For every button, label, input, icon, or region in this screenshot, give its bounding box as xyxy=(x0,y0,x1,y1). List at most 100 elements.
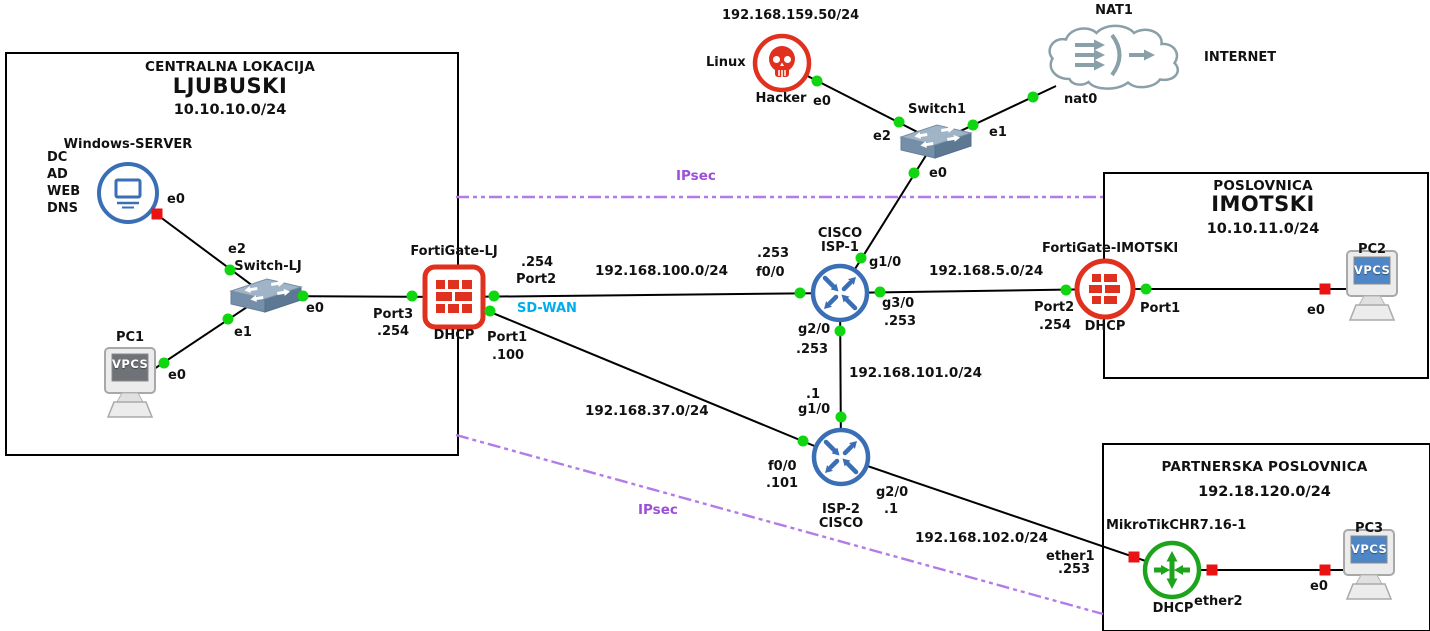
ip-label-isp2-f00: .101 xyxy=(766,476,799,491)
status-up-dot xyxy=(811,75,823,87)
ethernet-switch-icon-switch-lj[interactable] xyxy=(230,278,302,313)
ip-label-hacker: 192.168.159.50/24 xyxy=(722,8,860,23)
node-label-pc2: PC2 xyxy=(1357,242,1387,257)
os-label-hacker: Linux xyxy=(706,55,746,70)
nat-cloud-icon-nat1[interactable] xyxy=(1047,24,1180,91)
sdwan-label: SD-WAN xyxy=(517,301,577,316)
status-down-square xyxy=(1206,564,1218,576)
router-icon-isp2[interactable] xyxy=(814,430,868,484)
status-up-dot xyxy=(855,252,867,264)
vpcs-pc-icon-pc2[interactable] xyxy=(1346,250,1398,321)
router-icon-isp1[interactable] xyxy=(813,266,867,320)
network-label-101: 192.168.101.0/24 xyxy=(849,365,983,381)
site-title-imotski: POSLOVNICA xyxy=(1213,178,1313,194)
network-label-5: 192.168.5.0/24 xyxy=(929,263,1044,279)
status-up-dot xyxy=(967,119,979,131)
server-icon-windows-server[interactable] xyxy=(97,162,159,224)
node-label-fortigate-lj: FortiGate-LJ xyxy=(410,244,498,259)
status-up-dot xyxy=(893,116,905,128)
status-up-dot xyxy=(484,305,496,317)
ip-label-fortigatelj-port1: .100 xyxy=(492,348,525,363)
pc3-screen-text: VPCS xyxy=(1351,542,1388,556)
ip-label-isp1-g20: .253 xyxy=(796,342,829,357)
port-label-mikrotik-ether1: ether1 xyxy=(1046,549,1095,564)
port-label-isp1-f00: f0/0 xyxy=(756,265,785,280)
fortigatelj-dhcp-label: DHCP xyxy=(433,328,475,343)
server-roles: DC AD WEB DNS xyxy=(47,149,80,217)
link-fortigatelj-isp2[interactable] xyxy=(453,296,842,458)
site-subnet-partner: 192.18.120.0/24 xyxy=(1198,484,1331,500)
link-isp2-mikrotik[interactable] xyxy=(840,456,1173,571)
firewall-icon-fortigate-imotski[interactable] xyxy=(1077,261,1133,317)
skull-icon-hacker[interactable] xyxy=(755,36,809,90)
server-role-dns: DNS xyxy=(47,201,79,216)
link-isp1-switch1[interactable] xyxy=(839,140,936,294)
port-label-fortigatelj-port3: Port3 xyxy=(373,307,414,322)
node-label-fortigate-imotski: FortiGate-IMOTSKI xyxy=(1042,241,1179,256)
ip-label-fortigatelj-port3: .254 xyxy=(377,324,410,339)
port-label-switch1-e1: e1 xyxy=(989,125,1007,140)
node-label-pc3: PC3 xyxy=(1354,521,1384,536)
internet-label: INTERNET xyxy=(1204,50,1277,65)
port-label-switchlj-e2: e2 xyxy=(228,242,246,257)
ipsec-tunnel-line-bottom xyxy=(455,433,1104,616)
port-label-fortigateimotski-port1: Port1 xyxy=(1140,301,1181,316)
ip-label-isp2-g10: .1 xyxy=(806,387,820,402)
node-label-switch-lj: Switch-LJ xyxy=(234,259,302,274)
status-up-dot xyxy=(488,290,500,302)
port-label-hacker-e0: e0 xyxy=(813,94,831,109)
site-subnet-imotski: 10.10.11.0/24 xyxy=(1206,221,1320,237)
port-label-switch1-e2: e2 xyxy=(873,129,891,144)
status-up-dot xyxy=(834,325,846,337)
server-role-web: WEB xyxy=(47,184,81,199)
node-label-pc1: PC1 xyxy=(115,330,145,345)
mikrotik-router-icon[interactable] xyxy=(1145,543,1199,597)
ip-label-fortigateimotski-port2: .254 xyxy=(1039,318,1072,333)
vpcs-pc-icon-pc3[interactable] xyxy=(1343,529,1395,600)
node-label-mikrotik: MikroTikCHR7.16-1 xyxy=(1106,518,1247,533)
status-up-dot xyxy=(797,435,809,447)
pc2-screen-text: VPCS xyxy=(1354,263,1391,277)
status-up-dot xyxy=(794,287,806,299)
status-up-dot xyxy=(908,167,920,179)
ip-label-isp2-g20: .1 xyxy=(884,502,898,517)
status-up-dot xyxy=(1140,283,1152,295)
status-down-square xyxy=(151,208,163,220)
status-down-square xyxy=(1128,551,1140,563)
network-label-102: 192.168.102.0/24 xyxy=(915,530,1049,546)
status-up-dot xyxy=(297,290,309,302)
server-role-dc: DC xyxy=(47,150,68,165)
node-label-hacker: Hacker xyxy=(755,91,807,106)
link-fortigatelj-isp1[interactable] xyxy=(453,292,841,298)
port-label-isp2-g10: g1/0 xyxy=(798,402,831,417)
status-up-dot xyxy=(222,313,234,325)
ip-label-mikrotik-ether1: .253 xyxy=(1058,562,1091,577)
node-label-switch1: Switch1 xyxy=(907,102,967,117)
ip-label-fortigatelj-port2: .254 xyxy=(521,255,554,270)
port-label-fortigateimotski-port2: Port2 xyxy=(1034,300,1075,315)
status-up-dot xyxy=(406,290,418,302)
ip-label-isp1-f00: .253 xyxy=(757,246,790,261)
ipsec-label-top: IPsec xyxy=(676,168,716,184)
status-up-dot xyxy=(158,357,170,369)
site-title-partner: PARTNERSKA POSLOVNICA xyxy=(1161,459,1368,475)
port-label-pc2-e0: e0 xyxy=(1307,303,1325,318)
status-down-square xyxy=(1319,564,1331,576)
node-label-windows-server: Windows-SERVER xyxy=(63,137,193,152)
port-label-fortigatelj-port1: Port1 xyxy=(487,330,528,345)
fortigateimotski-dhcp-label: DHCP xyxy=(1084,319,1126,334)
network-label-100: 192.168.100.0/24 xyxy=(595,263,729,279)
site-subnet-ljubuski: 10.10.10.0/24 xyxy=(173,102,287,118)
site-title-ljubuski: CENTRALNA LOKACIJA xyxy=(144,59,316,75)
port-label-switchlj-e1: e1 xyxy=(234,325,252,340)
port-label-nat1-nat0: nat0 xyxy=(1064,92,1098,107)
port-label-isp2-g20: g2/0 xyxy=(876,485,909,500)
firewall-icon-fortigate-lj[interactable] xyxy=(425,267,483,327)
port-label-isp1-g20: g2/0 xyxy=(798,322,831,337)
site-name-ljubuski: LJUBUSKI xyxy=(172,74,288,98)
port-label-pc1-e0: e0 xyxy=(168,368,186,383)
node-label-nat1: NAT1 xyxy=(1095,3,1133,18)
node-label-isp2-line1: ISP-2 xyxy=(822,502,860,517)
port-label-isp1-g30: g3/0 xyxy=(882,296,915,311)
